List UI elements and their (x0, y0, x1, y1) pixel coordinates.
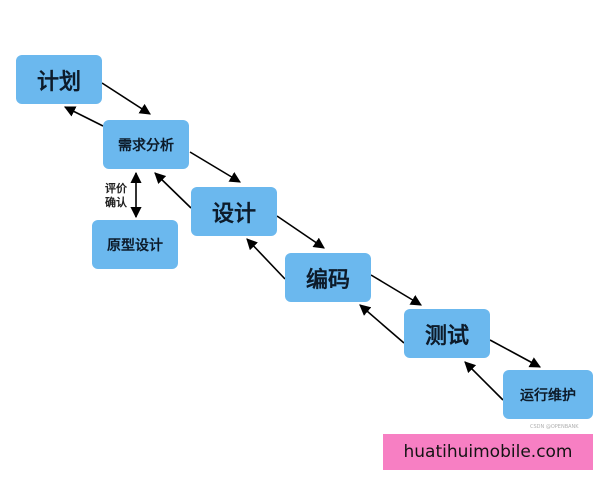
node-operations: 运行维护 (503, 370, 593, 419)
node-prototype: 原型设计 (92, 220, 178, 269)
node-testing: 测试 (404, 309, 490, 358)
node-coding: 编码 (285, 253, 371, 302)
node-plan: 计划 (16, 55, 102, 104)
node-requirements: 需求分析 (103, 120, 189, 169)
side-label-line1: 评价 (105, 182, 127, 195)
arrow-operations-to-testing (464, 361, 504, 401)
small-watermark: CSDN @OPENBANK (530, 424, 579, 430)
arrow-requirements-to-design (189, 151, 241, 183)
evaluate-confirm-label: 评价 确认 (101, 182, 131, 210)
arrow-plan-to-requirements (101, 82, 151, 115)
node-design: 设计 (191, 187, 277, 236)
arrow-coding-to-testing (370, 274, 422, 306)
side-label-line2: 确认 (105, 196, 127, 209)
watermark-text: huatihuimobile.com (403, 442, 573, 462)
arrow-design-to-requirements (154, 172, 192, 209)
arrow-coding-to-design (246, 238, 286, 280)
arrow-requirements-to-plan (63, 106, 104, 127)
site-watermark: huatihuimobile.com (383, 434, 593, 470)
arrow-design-to-coding (276, 215, 325, 249)
arrow-testing-to-operations (489, 339, 541, 368)
arrow-testing-to-coding (359, 304, 405, 344)
